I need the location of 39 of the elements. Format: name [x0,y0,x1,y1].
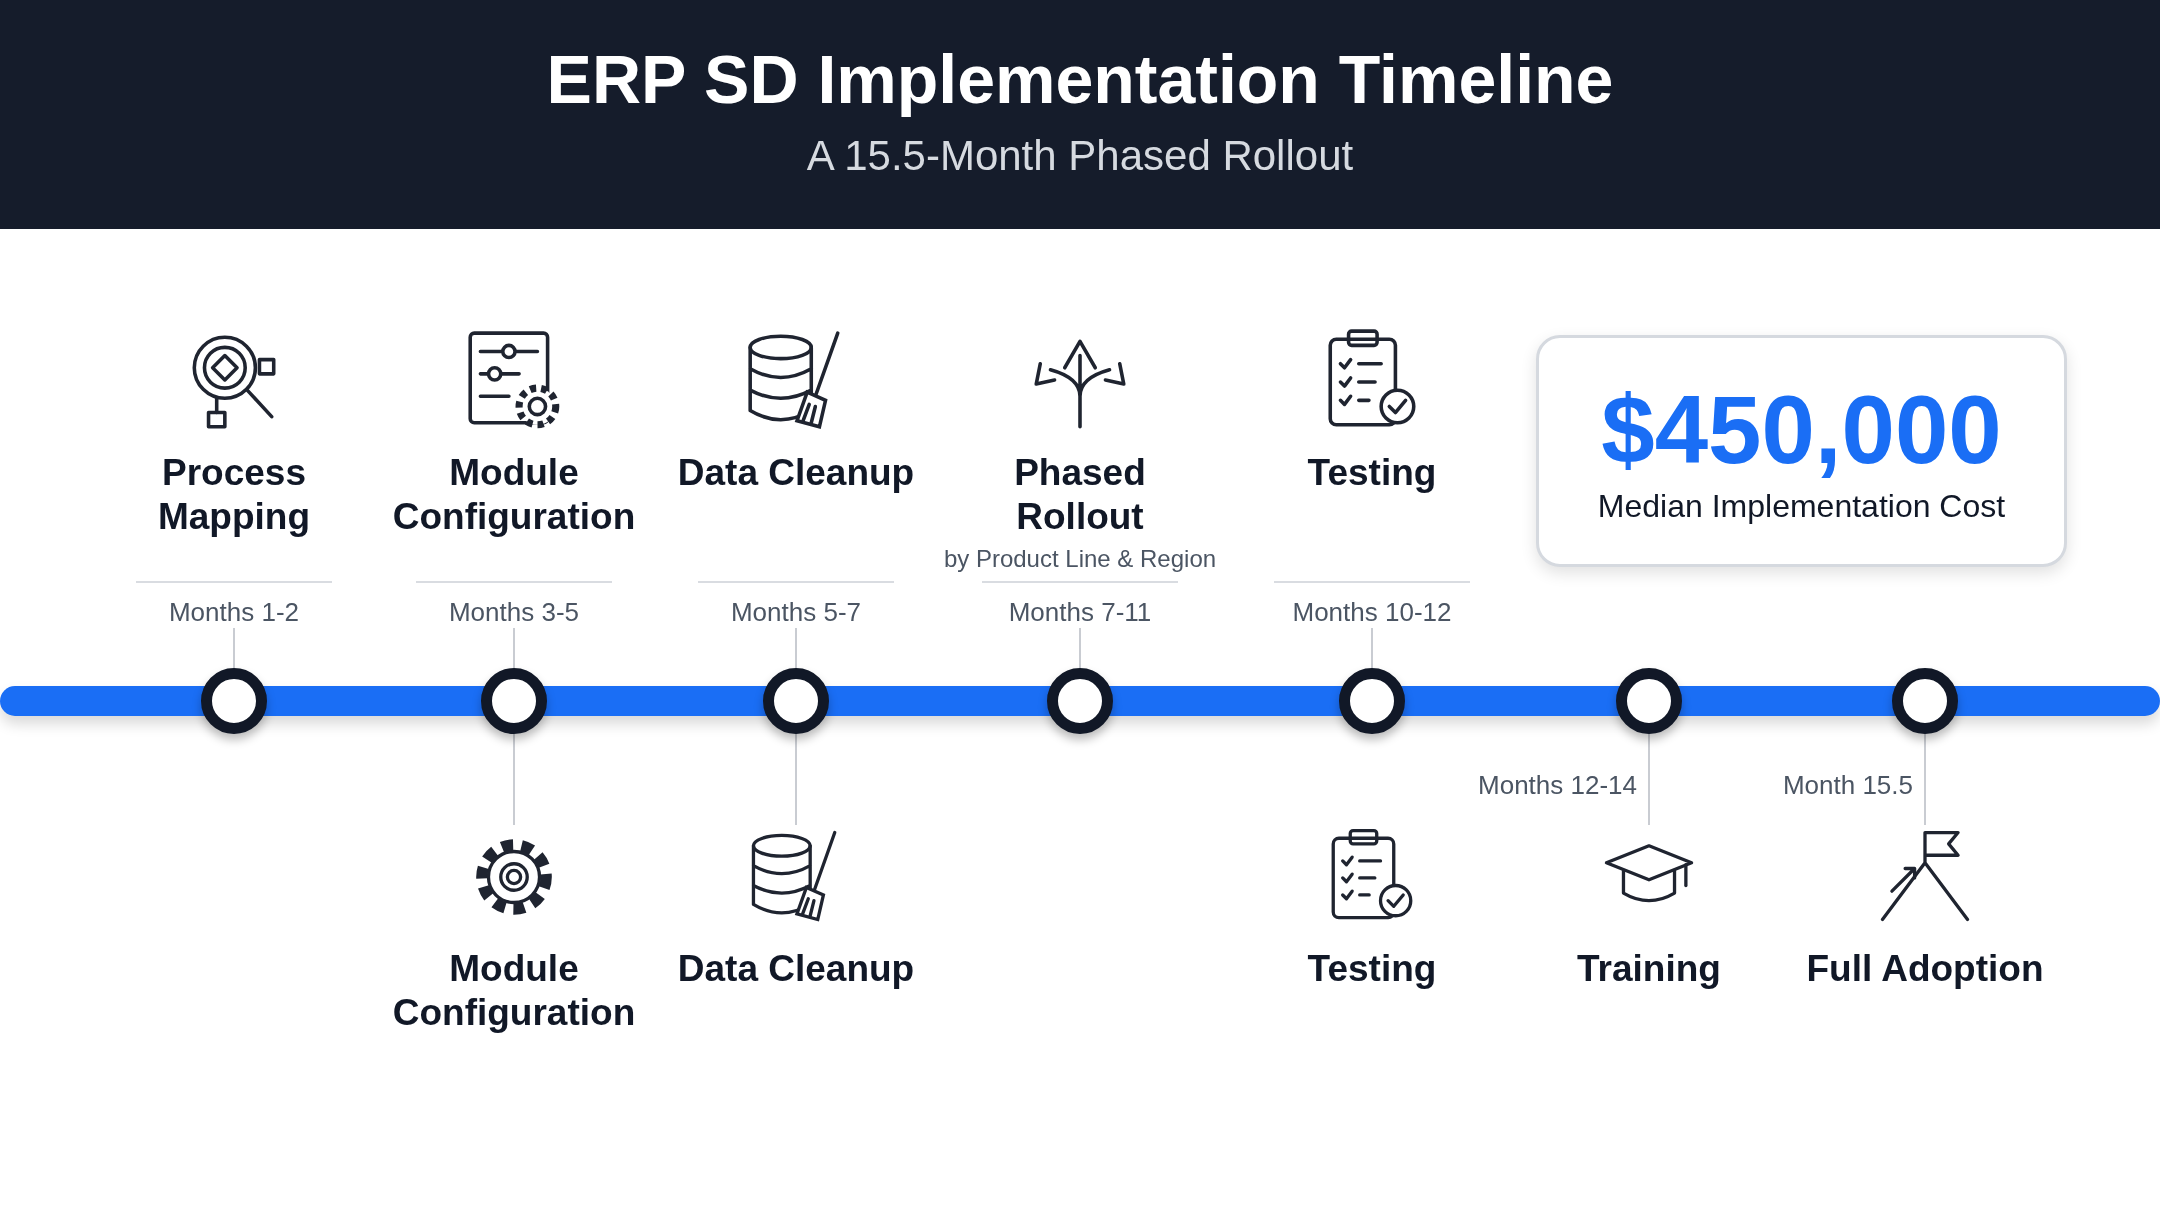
phase-title: Module Configuration [391,947,637,1035]
milestone-circle [481,668,547,734]
phase-title: Testing [1306,947,1438,991]
milestone-circle [1047,668,1113,734]
phase-duration: Months 10-12 [1292,597,1452,628]
stat-caption: Median Implementation Cost [1597,487,2006,525]
phase-title: Training [1576,947,1722,991]
cost-value: $450,000 [1601,377,2002,482]
phase-title: Data Cleanup [676,451,916,495]
connector-line [795,627,797,669]
connector-line [795,733,797,826]
milestone-circle [763,668,829,734]
milestone-circle [1616,668,1682,734]
phase-duration: Months 12-14 [1478,770,1637,802]
stat-card [1536,335,2067,567]
subtitle: A 15.5-Month Phased Rollout [805,132,1355,180]
phase-duration: Months 3-5 [448,597,580,628]
phase-title: Full Adoption [1805,947,2045,991]
phase-title: Process Mapping [156,451,312,539]
phase-title: Phased Rollout [1013,451,1147,539]
phase-duration: Months 7-11 [1008,597,1152,628]
connector-line [1924,733,1926,826]
phase-duration: Months 5-7 [730,597,862,628]
milestone-circle [201,668,267,734]
connector-line [513,733,515,826]
milestone-circle [1339,668,1405,734]
connector-line [1079,627,1081,669]
connector-line [233,627,235,669]
phase-duration: Months 1-2 [168,597,300,628]
phase-subtitle: by Product Line & Region [943,545,1217,573]
phase-title: Testing [1306,451,1438,495]
phase-duration: Month 15.5 [1782,770,1913,802]
connector-line [1371,627,1373,669]
phase-title: Data Cleanup [676,947,916,991]
connector-line [1648,733,1650,826]
phase-title: Module Configuration [391,451,637,539]
connector-line [513,627,515,669]
milestone-circle [1892,668,1958,734]
title: ERP SD Implementation Timeline [545,40,1615,118]
